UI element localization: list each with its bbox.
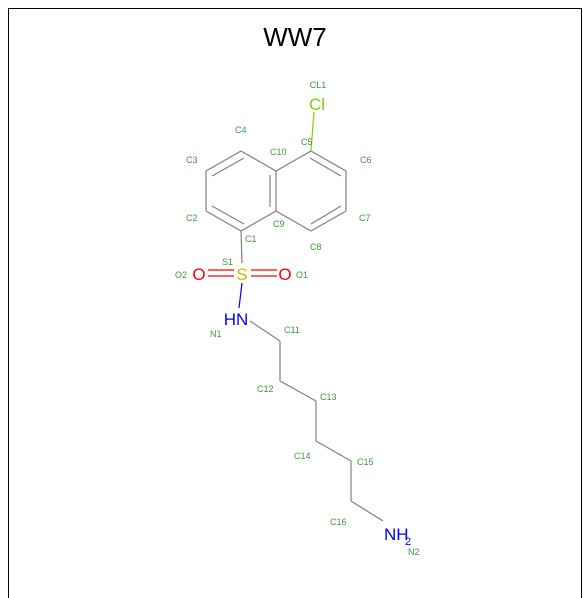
atom-label-c3: C3 (186, 155, 198, 165)
atom-label-c12: C12 (257, 384, 274, 394)
amine-subscript: 2 (405, 536, 411, 548)
atom-label-c7: C7 (359, 213, 371, 223)
bond-n1-c11 (249, 320, 281, 342)
amide-nitrogen-symbol: HN (224, 310, 249, 329)
atom-label-c15: C15 (357, 457, 374, 467)
bond-c7-c8 (310, 210, 347, 232)
atom-label-cl1: CL1 (310, 80, 327, 90)
bond-c2-c1 (205, 210, 242, 232)
chlorine-symbol: Cl (309, 95, 325, 114)
atom-label-c2: C2 (186, 213, 198, 223)
atom-label-c16: C16 (330, 517, 347, 527)
bond-c8-c9 (275, 210, 312, 232)
atom-label-c1: C1 (245, 234, 257, 244)
atom-label-c14: C14 (294, 451, 311, 461)
atom-label-o2: O2 (175, 270, 187, 280)
bond-c16-n2 (350, 500, 384, 522)
atom-label-c4: C4 (235, 125, 247, 135)
atom-label-c6: C6 (360, 155, 372, 165)
atom-label-o1: O1 (296, 270, 308, 280)
atom-label-c8: C8 (310, 242, 322, 252)
atom-label-c9: C9 (273, 219, 285, 229)
bonds (205, 111, 384, 522)
bond-c10-c4 (240, 150, 277, 172)
atom-label-c13: C13 (320, 392, 337, 402)
bond-c12-c13 (279, 380, 317, 402)
atom-label-s1: S1 (222, 257, 233, 267)
bond-c5-cl1 (310, 111, 315, 152)
molecule-title: WW7 (263, 22, 327, 52)
atom-label-c10: C10 (270, 147, 287, 157)
bond-c1-s1 (240, 230, 243, 264)
bond-c4-c3 (205, 150, 242, 172)
sulfur-symbol: S (236, 265, 247, 284)
bond-c10-c5 (275, 150, 312, 172)
image-frame (8, 8, 582, 598)
bond-c14-c15 (315, 440, 352, 462)
bond-c5-c6-inner (309, 157, 342, 177)
oxygen-left-symbol: O (192, 265, 205, 284)
bond-c4-c3-inner (211, 157, 245, 177)
atom-label-c11: C11 (284, 325, 300, 335)
bond-c7-c8-inner (310, 205, 342, 225)
bond-c2-c1-inner (211, 205, 245, 225)
bond-c5-c6 (310, 150, 347, 172)
amine-nitrogen-symbol: NH (384, 525, 409, 544)
bond-c1-c9 (240, 210, 277, 232)
atom-label-n2: N2 (408, 547, 420, 557)
atom-label-n1: N1 (210, 329, 222, 339)
oxygen-right-symbol: O (278, 265, 291, 284)
bond-s1-n1 (238, 282, 243, 309)
atom-label-c5: C5 (301, 137, 313, 147)
